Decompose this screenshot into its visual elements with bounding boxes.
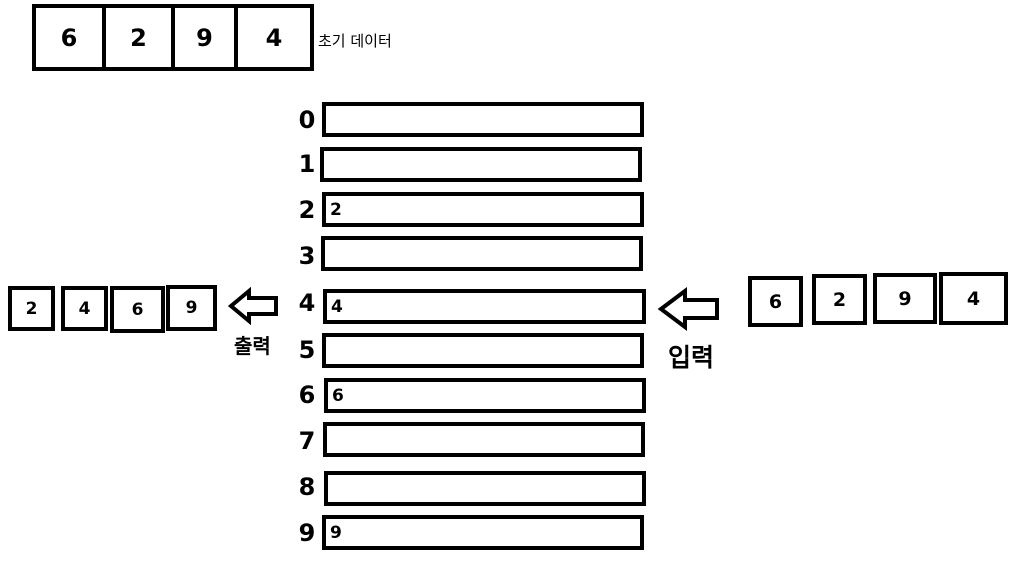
bucket-slot: [320, 147, 642, 182]
output-cell: 9: [166, 285, 217, 331]
output-label: 출력: [234, 334, 271, 358]
bucket-index: 8: [298, 473, 316, 501]
output-cell: 4: [61, 286, 108, 331]
bucket-slot: [322, 102, 644, 137]
bucket-index: 2: [298, 196, 316, 224]
bucket-slot: [321, 236, 643, 271]
input-cell: 9: [873, 273, 937, 324]
initial-cell: 2: [106, 8, 175, 67]
input-cell: 6: [748, 276, 803, 327]
input-label: 입력: [668, 343, 715, 372]
initial-data-label: 초기 데이터: [318, 32, 392, 50]
bucket-index: 4: [298, 289, 316, 317]
bucket-index: 0: [298, 106, 316, 134]
bucket-index: 6: [298, 381, 316, 409]
arrow-left-outline-icon: [657, 287, 719, 331]
bucket-index: 9: [298, 519, 316, 547]
bucket-index: 1: [298, 150, 316, 178]
bucket-index: 5: [298, 336, 316, 364]
bucket-slot: 2: [322, 192, 644, 227]
bucket-slot: [323, 422, 645, 457]
arrow-left-outline-icon: [227, 286, 278, 326]
bucket-slot: [322, 333, 644, 368]
bucket-slot: 6: [324, 378, 646, 413]
initial-cell: 6: [36, 8, 106, 67]
input-cell: 2: [812, 274, 867, 325]
output-cell: 2: [8, 286, 55, 331]
initial-cell: 4: [265, 23, 283, 52]
bucket-slot: [324, 471, 646, 506]
bucket-slot: 4: [323, 289, 646, 324]
initial-data-row: 6 2 9 4: [32, 4, 314, 71]
initial-cell: 9: [175, 8, 238, 67]
bucket-slot: 9: [322, 515, 644, 550]
input-cell: 4: [939, 272, 1008, 325]
bucket-index: 3: [298, 242, 316, 270]
bucket-index: 7: [298, 427, 316, 455]
output-cell: 6: [110, 286, 165, 333]
